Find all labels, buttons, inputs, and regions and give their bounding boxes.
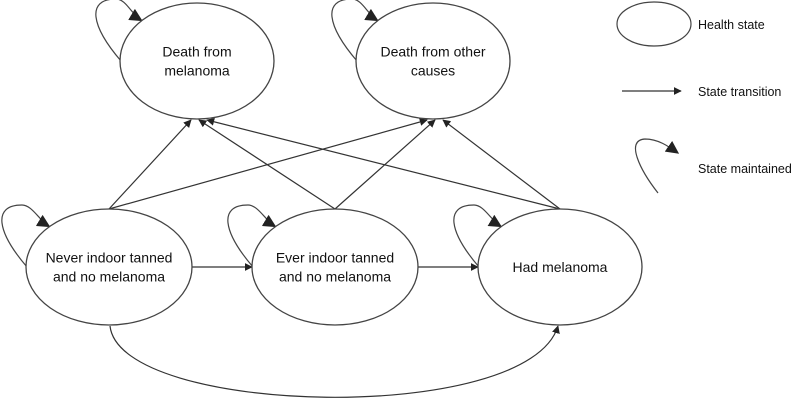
transition-arrow-ever-tanned-to-death-melanoma: [198, 119, 336, 210]
legend-self-loop-icon: [634, 138, 680, 194]
self-loop-never-tanned: [1, 204, 51, 268]
legend-health-state-ellipse: [616, 1, 692, 47]
self-loop-had-melanoma: [453, 204, 503, 268]
self-loop-ever-tanned: [227, 204, 277, 268]
transition-arrow-had-melanoma-to-death-melanoma: [206, 117, 561, 210]
state-ellipse: [119, 2, 275, 120]
state-label: and no melanoma: [53, 269, 165, 285]
state-had-melanoma: Had melanoma: [477, 208, 643, 326]
legend-state-transition-label: State transition: [698, 85, 781, 99]
state-label: causes: [411, 63, 455, 79]
self-loop-death-melanoma: [95, 0, 143, 62]
state-label: Had melanoma: [513, 259, 608, 275]
state-label: Death from other: [380, 44, 485, 60]
state-ever-tanned: Ever indoor tanned and no melanoma: [251, 208, 419, 326]
self-loop-death-other: [331, 0, 379, 62]
state-death-other: Death from other causes: [355, 2, 511, 120]
state-ellipse: [477, 208, 643, 326]
state-ellipse: [25, 208, 193, 326]
state-never-tanned: Never indoor tanned and no melanoma: [25, 208, 193, 326]
legend-state-maintained-label: State maintained: [698, 162, 792, 176]
transition-arrow-never-tanned-to-death-melanoma: [108, 119, 192, 210]
state-label: and no melanoma: [279, 269, 391, 285]
state-death-melanoma: Death from melanoma: [119, 2, 275, 120]
transition-arrow-never-tanned-to-had-melanoma: [109, 325, 560, 398]
state-label: Death from: [162, 44, 231, 60]
state-ellipse: [355, 2, 511, 120]
legend: Health state State transition State main…: [616, 1, 792, 194]
state-label: Never indoor tanned: [46, 250, 173, 266]
legend-health-state-label: Health state: [698, 18, 765, 32]
state-ellipse: [251, 208, 419, 326]
transition-arrow-had-melanoma-to-death-other: [442, 119, 561, 210]
state-label: Ever indoor tanned: [276, 250, 394, 266]
state-label: melanoma: [164, 63, 230, 79]
